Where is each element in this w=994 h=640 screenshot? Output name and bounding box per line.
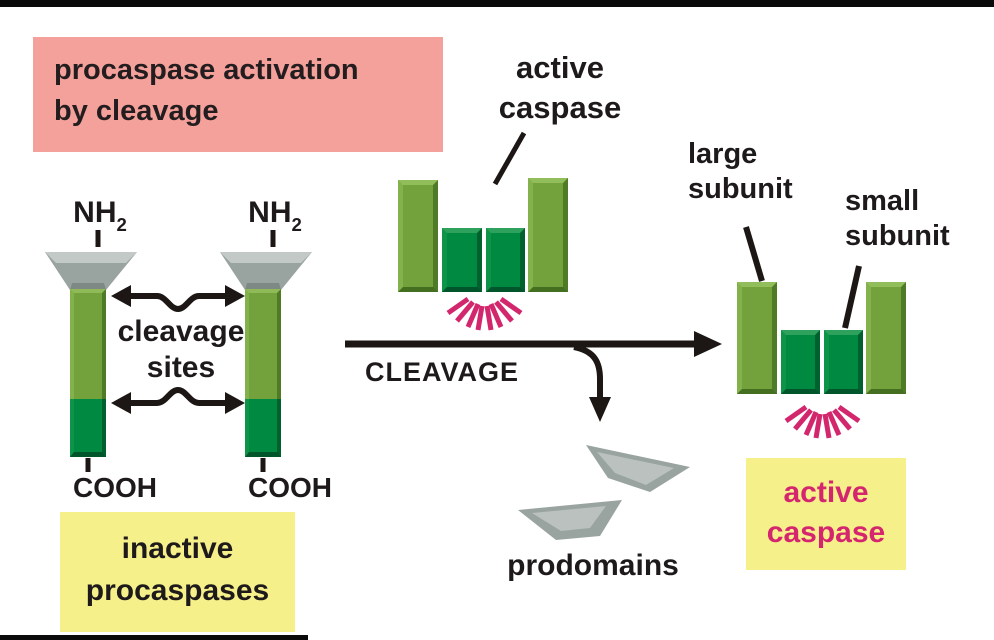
large-subunit-label: large subunit [688, 137, 793, 207]
prodomain-branch-arrow [573, 344, 603, 399]
active-site-rays-center [446, 296, 523, 331]
active-box-line-1: active [783, 476, 869, 509]
funnel-neck-shade [70, 283, 106, 290]
cleavage-site-arrow-top [128, 293, 228, 313]
active-caspase-pointer-line [492, 131, 527, 186]
active-caspase-line-2: caspase [498, 90, 622, 125]
cooh-label-1: COOH [73, 472, 157, 503]
center-caspase-large-subunit-left [398, 180, 438, 292]
cleavage-arrowhead [694, 331, 722, 357]
title-line-2: by cleavage [54, 95, 219, 127]
prodomain-funnel-2 [220, 252, 312, 290]
procaspase-1-bar [70, 289, 106, 457]
cooh-label-2: COOH [248, 472, 332, 503]
released-prodomain-1 [586, 445, 690, 492]
arrowhead-left-bottom [111, 392, 131, 414]
right-caspase-small-subunit-left [781, 330, 820, 394]
nh2-label-2: NH2 [248, 196, 302, 235]
large-subunit-pointer-line [743, 226, 765, 282]
funnel-neck-shade [245, 283, 281, 290]
right-caspase-large-subunit-left [737, 282, 777, 394]
cleavage-sites-line-1: cleavage [117, 315, 245, 348]
arrowhead-left-top [111, 285, 131, 307]
funnel-top-face [45, 252, 137, 263]
prodomain-wedge-face [532, 506, 606, 531]
center-caspase-large-subunit-right [528, 178, 568, 292]
inactive-procaspases-box: inactive procaspases [60, 512, 295, 632]
terminus-ticks [85, 230, 276, 472]
cleavage-sites-line-2: sites [146, 351, 216, 384]
title-line-1: procaspase activation [54, 54, 359, 86]
active-box-line-2: caspase [766, 516, 886, 549]
arrow-curve [128, 386, 228, 406]
large-subunit-line-2: subunit [688, 173, 793, 205]
small-subunit-label: small subunit [845, 184, 950, 254]
nh2-subscript: 2 [116, 214, 127, 235]
large-subunit-line-1: large [688, 138, 758, 170]
released-prodomain-2 [518, 500, 622, 540]
active-caspase-line-1: active [516, 50, 604, 85]
cleavage-sites-label: cleavage sites [118, 314, 245, 386]
active-caspase-label: active caspase [499, 48, 621, 128]
small-subunit-line-2: subunit [845, 220, 950, 252]
inactive-box-line-1: inactive [121, 532, 234, 565]
procaspase-2-bar [245, 289, 281, 457]
inactive-box-line-2: procaspases [85, 574, 270, 607]
small-subunit-pointer-line [842, 265, 862, 329]
procaspase-1-small-subunit [70, 399, 106, 457]
center-caspase-small-subunit-left [442, 228, 482, 292]
procaspase-2-small-subunit [245, 399, 281, 457]
cleavage-arrow-label: CLEAVAGE [365, 357, 520, 387]
arrow-curve [128, 293, 228, 313]
funnel-top-face [220, 252, 312, 263]
prodomain-branch-arrowhead [589, 397, 611, 422]
right-caspase-small-subunit-right [824, 330, 863, 394]
right-caspase-large-subunit-right [866, 282, 906, 394]
top-border-bar [0, 0, 994, 7]
small-subunit-line-1: small [845, 185, 920, 217]
prodomains-label: prodomains [507, 549, 679, 582]
procaspase-1-large-subunit [70, 289, 106, 399]
nh2-text: NH [73, 196, 117, 229]
arrowhead-right-bottom [225, 392, 245, 414]
active-site-rays-right [784, 404, 861, 439]
title-box: procaspase activation by cleavage [33, 37, 443, 152]
prodomain-wedge-face [597, 452, 674, 485]
center-caspase-small-subunit-right [486, 228, 525, 292]
cleavage-site-arrow-bottom [128, 386, 228, 406]
active-caspase-box: active caspase [746, 458, 906, 570]
nh2-subscript: 2 [291, 214, 302, 235]
nh2-text: NH [248, 196, 292, 229]
nh2-label-1: NH2 [73, 196, 127, 235]
bottom-border-bar [0, 635, 308, 640]
arrowhead-right-top [225, 285, 245, 307]
prodomain-funnel-1 [45, 252, 137, 290]
procaspase-2-large-subunit [245, 289, 281, 399]
